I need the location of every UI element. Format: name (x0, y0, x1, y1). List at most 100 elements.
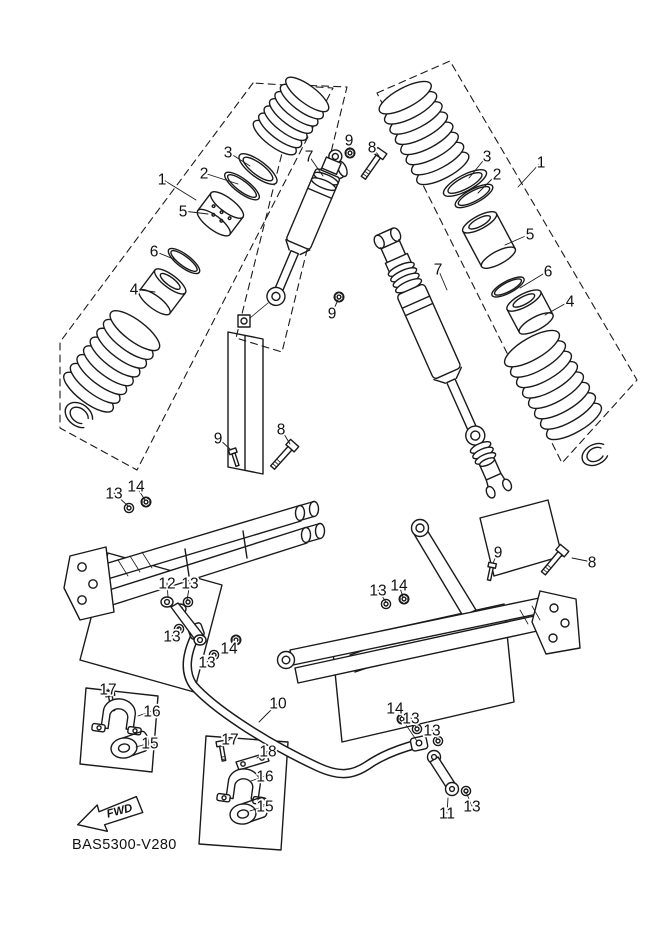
leader-line-14 (228, 641, 235, 649)
leader-line-15 (135, 742, 151, 748)
spring-end-hook-right (581, 442, 609, 467)
swingarm-left (63, 496, 326, 621)
callout-8: 8 (588, 555, 597, 572)
leader-line-17 (222, 738, 231, 747)
leader-line-9 (348, 139, 351, 151)
callout-14: 14 (127, 479, 145, 496)
callout-13: 13 (369, 583, 386, 600)
leader-line-13 (377, 589, 387, 603)
spring-upper-left (252, 76, 330, 156)
leader-line-13 (113, 492, 129, 507)
callout-13: 13 (163, 629, 180, 646)
callout-18: 18 (259, 744, 276, 761)
stud (227, 447, 242, 468)
leader-line-16 (137, 710, 153, 717)
leader-line-6 (153, 250, 177, 261)
callout-7: 7 (305, 149, 314, 166)
nut (398, 593, 410, 605)
leader-line-4 (544, 300, 571, 316)
callout-3: 3 (224, 145, 233, 162)
bolt (267, 438, 300, 472)
washer (123, 502, 135, 514)
callout-13: 13 (423, 723, 440, 740)
callout-12: 12 (158, 576, 175, 593)
spring-seat-ring-right (442, 169, 488, 197)
leader-line-13 (186, 582, 191, 601)
callout-16: 16 (143, 704, 160, 721)
leader-line-8 (371, 146, 380, 157)
callout-1: 1 (158, 172, 167, 189)
bushing-collar (196, 191, 245, 237)
leader-line-9 (492, 551, 499, 564)
callout-9: 9 (328, 306, 337, 323)
leader-line-6 (519, 270, 549, 289)
collar-right (506, 289, 554, 335)
callout-14: 14 (386, 701, 404, 718)
swingarm-right (276, 518, 581, 684)
callout-10: 10 (269, 696, 287, 713)
bar-clamp-set-mid (215, 739, 271, 827)
leader-line-15 (249, 805, 266, 812)
nut (140, 496, 152, 508)
spring-seat-ring (238, 153, 278, 185)
dashed-boundaries (59, 60, 638, 471)
callout-13: 13 (463, 799, 480, 816)
leader-line-2 (477, 173, 498, 194)
o-ring-right (454, 183, 494, 209)
fwd-arrow: FWD (76, 795, 144, 832)
leader-line-1 (161, 178, 197, 201)
bolt (538, 543, 570, 578)
leader-line-13 (206, 653, 214, 663)
thin-ring (167, 247, 201, 275)
callout-8: 8 (277, 422, 286, 439)
callout-5: 5 (526, 227, 535, 244)
stud (484, 561, 498, 582)
callout-16: 16 (256, 769, 273, 786)
callout-13: 13 (402, 711, 419, 728)
callout-4: 4 (130, 282, 139, 299)
callout-6: 6 (150, 244, 159, 261)
callout-17: 17 (221, 732, 238, 749)
leader-line-7 (308, 155, 324, 177)
leader-line-17 (107, 688, 112, 697)
callout-9: 9 (214, 431, 223, 448)
sleeve-collar-right (461, 211, 517, 269)
spring-main-left (63, 310, 161, 413)
shock-absorber-left (266, 146, 388, 307)
leader-line-10 (258, 702, 279, 723)
leader-line-8 (571, 557, 593, 563)
part-code: BAS5300-V280 (72, 837, 177, 853)
washer (460, 785, 472, 797)
callout-9: 9 (494, 545, 503, 562)
callout-2: 2 (493, 167, 502, 184)
spring-stack-left (63, 76, 330, 429)
callout-11: 11 (439, 806, 455, 823)
callout-8: 8 (368, 140, 377, 157)
leader-line-11 (446, 797, 449, 814)
callout-14: 14 (390, 578, 408, 595)
callout-13: 13 (198, 655, 215, 672)
leader-line-14 (394, 707, 403, 718)
callout-17: 17 (99, 682, 116, 699)
callout-9: 9 (345, 133, 354, 150)
clamp (90, 694, 146, 738)
leader-line-1 (517, 161, 542, 188)
leader-line-14 (398, 584, 404, 598)
spring-upper-right (378, 80, 470, 186)
leader-line-3 (468, 155, 488, 179)
stabilizer-link-left (160, 596, 242, 661)
nut (333, 291, 345, 303)
mid-mount-fittings (227, 302, 300, 472)
o-ring (224, 171, 260, 201)
stabilizer-bar (182, 622, 429, 779)
callout-13: 13 (181, 576, 198, 593)
leader-line-13 (431, 729, 438, 740)
spring-stack-right (378, 80, 609, 467)
leader-line-3 (227, 151, 251, 167)
leader-line-12 (166, 582, 169, 598)
washer (380, 598, 392, 610)
shock-absorber-right (373, 227, 570, 582)
leader-line-5 (504, 233, 531, 246)
